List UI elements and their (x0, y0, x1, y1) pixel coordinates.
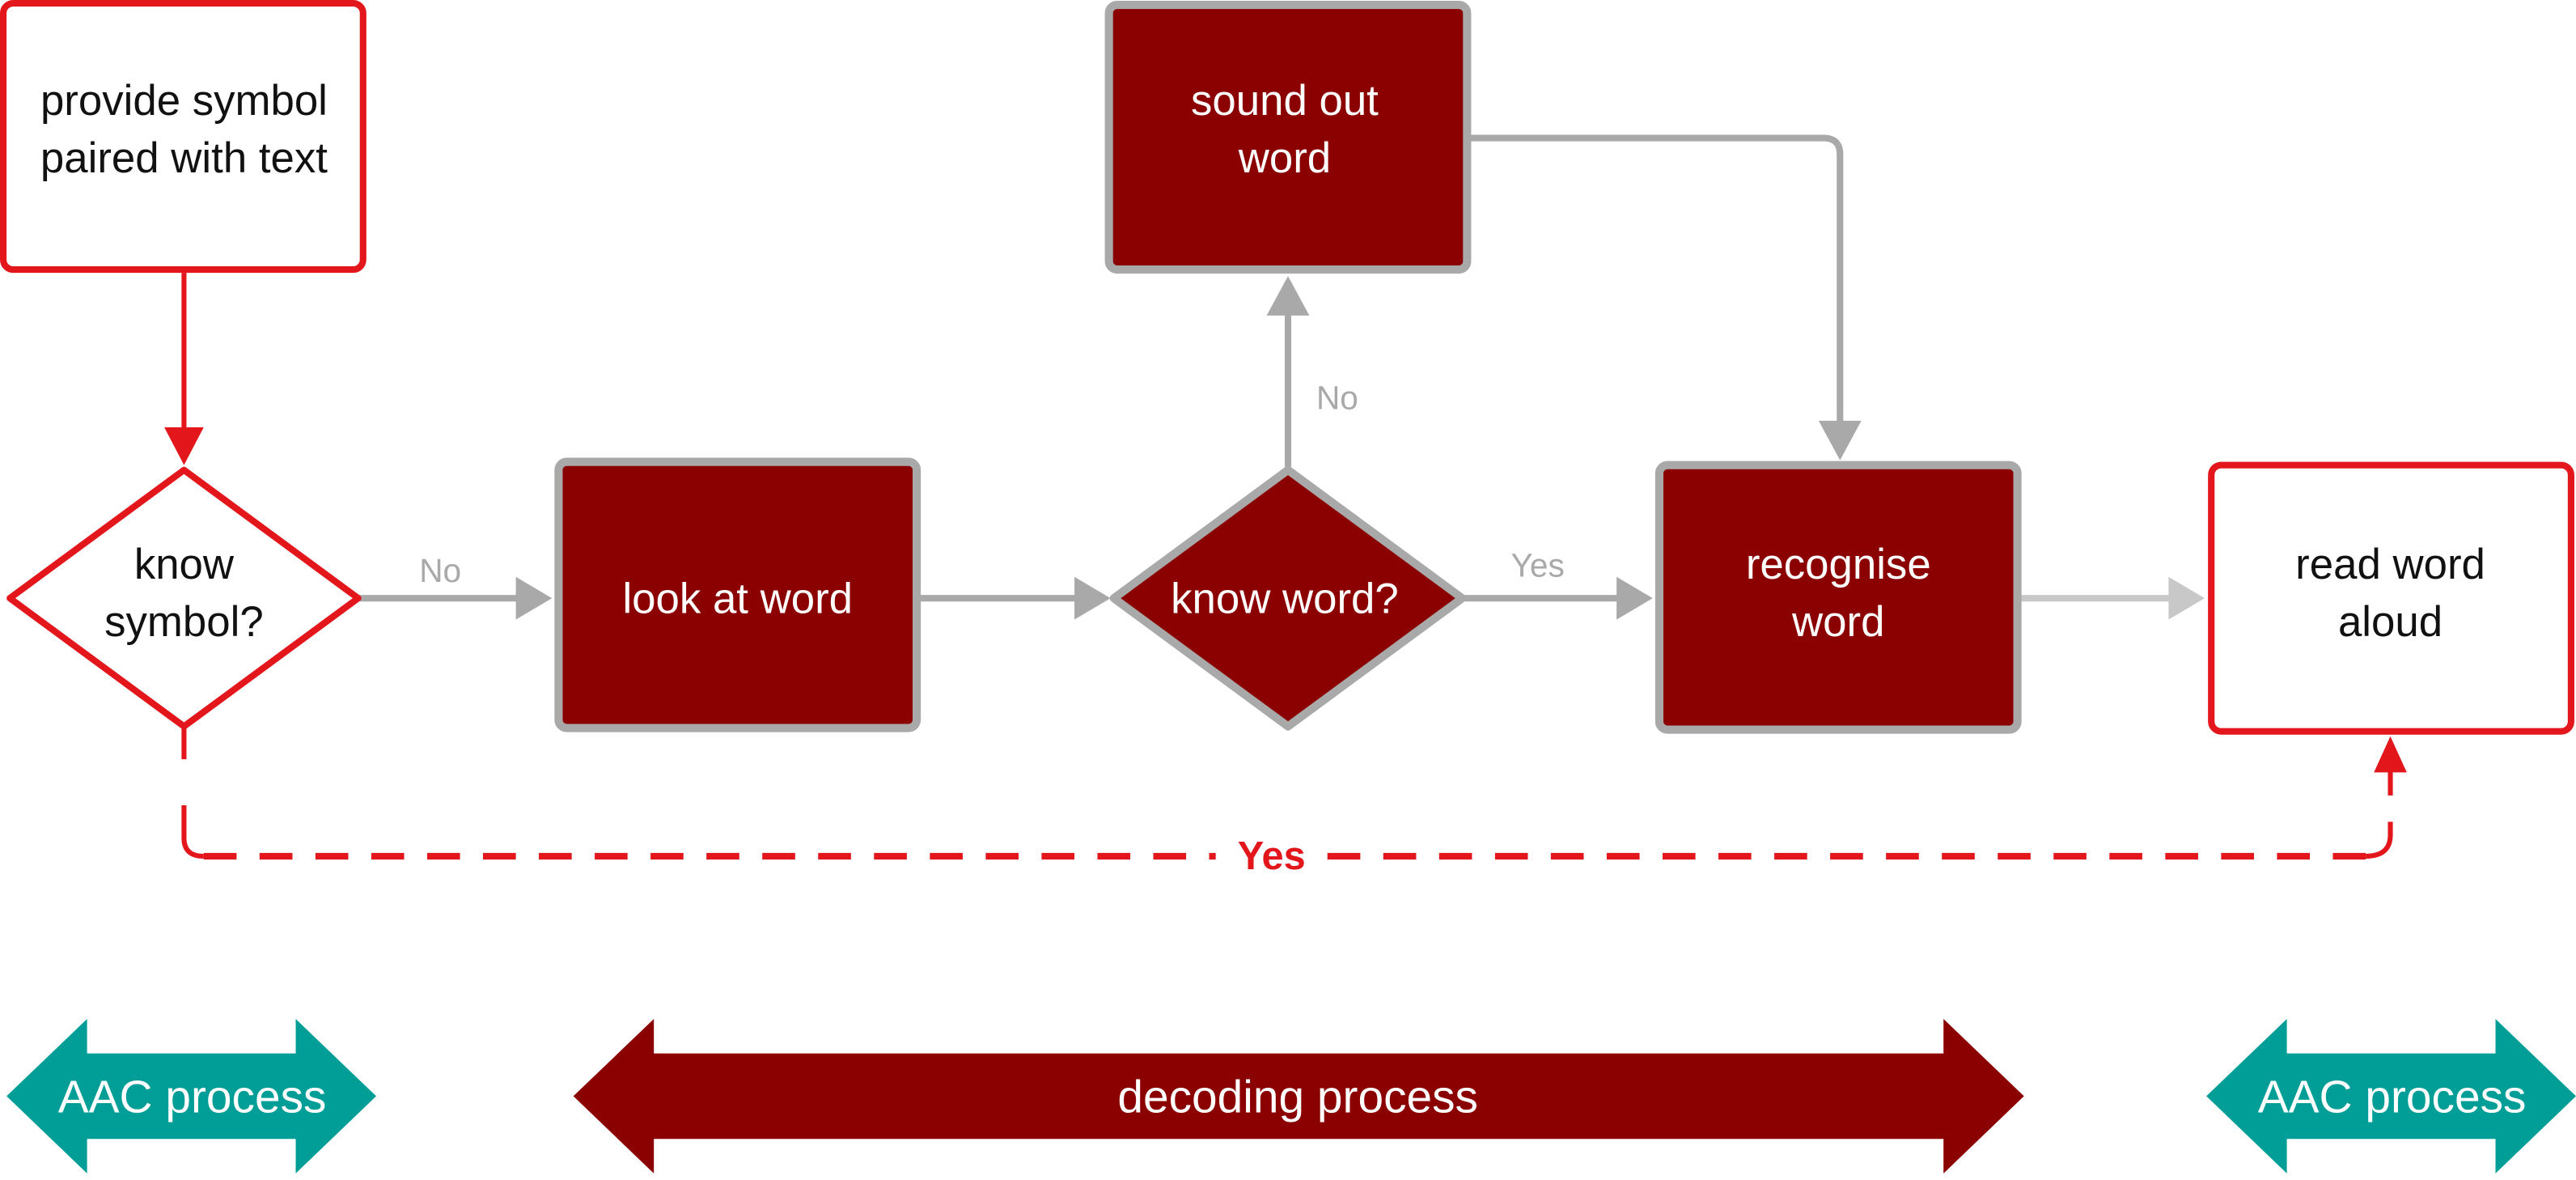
band-aac-right: AAC process (2206, 1018, 2576, 1174)
double-arrow-icon (573, 1018, 2024, 1174)
node-label-line: paired with text (40, 134, 328, 182)
double-arrow-icon (6, 1018, 377, 1174)
arrow-up-icon (2374, 736, 2407, 773)
node-recognise-word: recognise word (1654, 461, 2022, 734)
node-know-word: know word? (1109, 465, 1467, 731)
node-provide-symbol: provide symbol paired with text (0, 0, 366, 274)
node-label-line: sound out (1191, 77, 1379, 125)
node-look-at-word: look at word (554, 457, 922, 732)
node-label-line: provide symbol (40, 77, 328, 125)
band-label: AAC process (2258, 1072, 2527, 1123)
arrow-down-icon (1818, 420, 1862, 461)
edge-know-word-yes: Yes (1462, 547, 1653, 620)
node-label-line: look at word (622, 575, 853, 622)
arrow-right-icon (515, 576, 553, 620)
node-sound-out-word: sound out word (1104, 1, 1472, 274)
band-label: decoding process (1117, 1072, 1478, 1123)
node-label-line: symbol? (104, 598, 264, 646)
edge-look-to-know-word (920, 576, 1111, 620)
arrow-up-icon (1266, 276, 1310, 316)
edge-label-yes: Yes (1238, 834, 1306, 878)
node-know-symbol: know symbol? (6, 466, 362, 730)
node-label-line: word (1238, 134, 1331, 182)
node-label-line: word (1791, 598, 1884, 646)
edge-label-no: No (1316, 380, 1358, 417)
edge-provide-to-know-symbol (164, 273, 204, 465)
arrow-right-icon (1074, 576, 1111, 620)
node-label-line: know word? (1171, 575, 1399, 622)
band-label: AAC process (58, 1072, 327, 1123)
edge-label-no: No (419, 552, 461, 589)
double-arrow-icon (2206, 1018, 2576, 1174)
edge-recognise-to-read (2020, 576, 2205, 620)
node-label-line: know (134, 541, 235, 588)
edge-sound-out-to-recognise (1468, 134, 1862, 461)
edge-label-yes: Yes (1511, 547, 1565, 584)
band-aac-left: AAC process (6, 1018, 377, 1174)
node-label-line: read word (2295, 541, 2485, 588)
edge-know-symbol-no: No (359, 552, 553, 620)
edge-know-word-no: No (1266, 276, 1358, 467)
node-label-line: recognise (1746, 541, 1931, 588)
edge-know-symbol-yes: Yes (181, 728, 2407, 878)
arrow-right-icon (1616, 576, 1653, 620)
band-decoding: decoding process (573, 1018, 2024, 1174)
arrow-right-icon (2168, 576, 2205, 620)
node-label-line: aloud (2338, 598, 2443, 646)
arrow-down-icon (164, 427, 204, 465)
node-read-word-aloud: read word aloud (2208, 461, 2574, 735)
